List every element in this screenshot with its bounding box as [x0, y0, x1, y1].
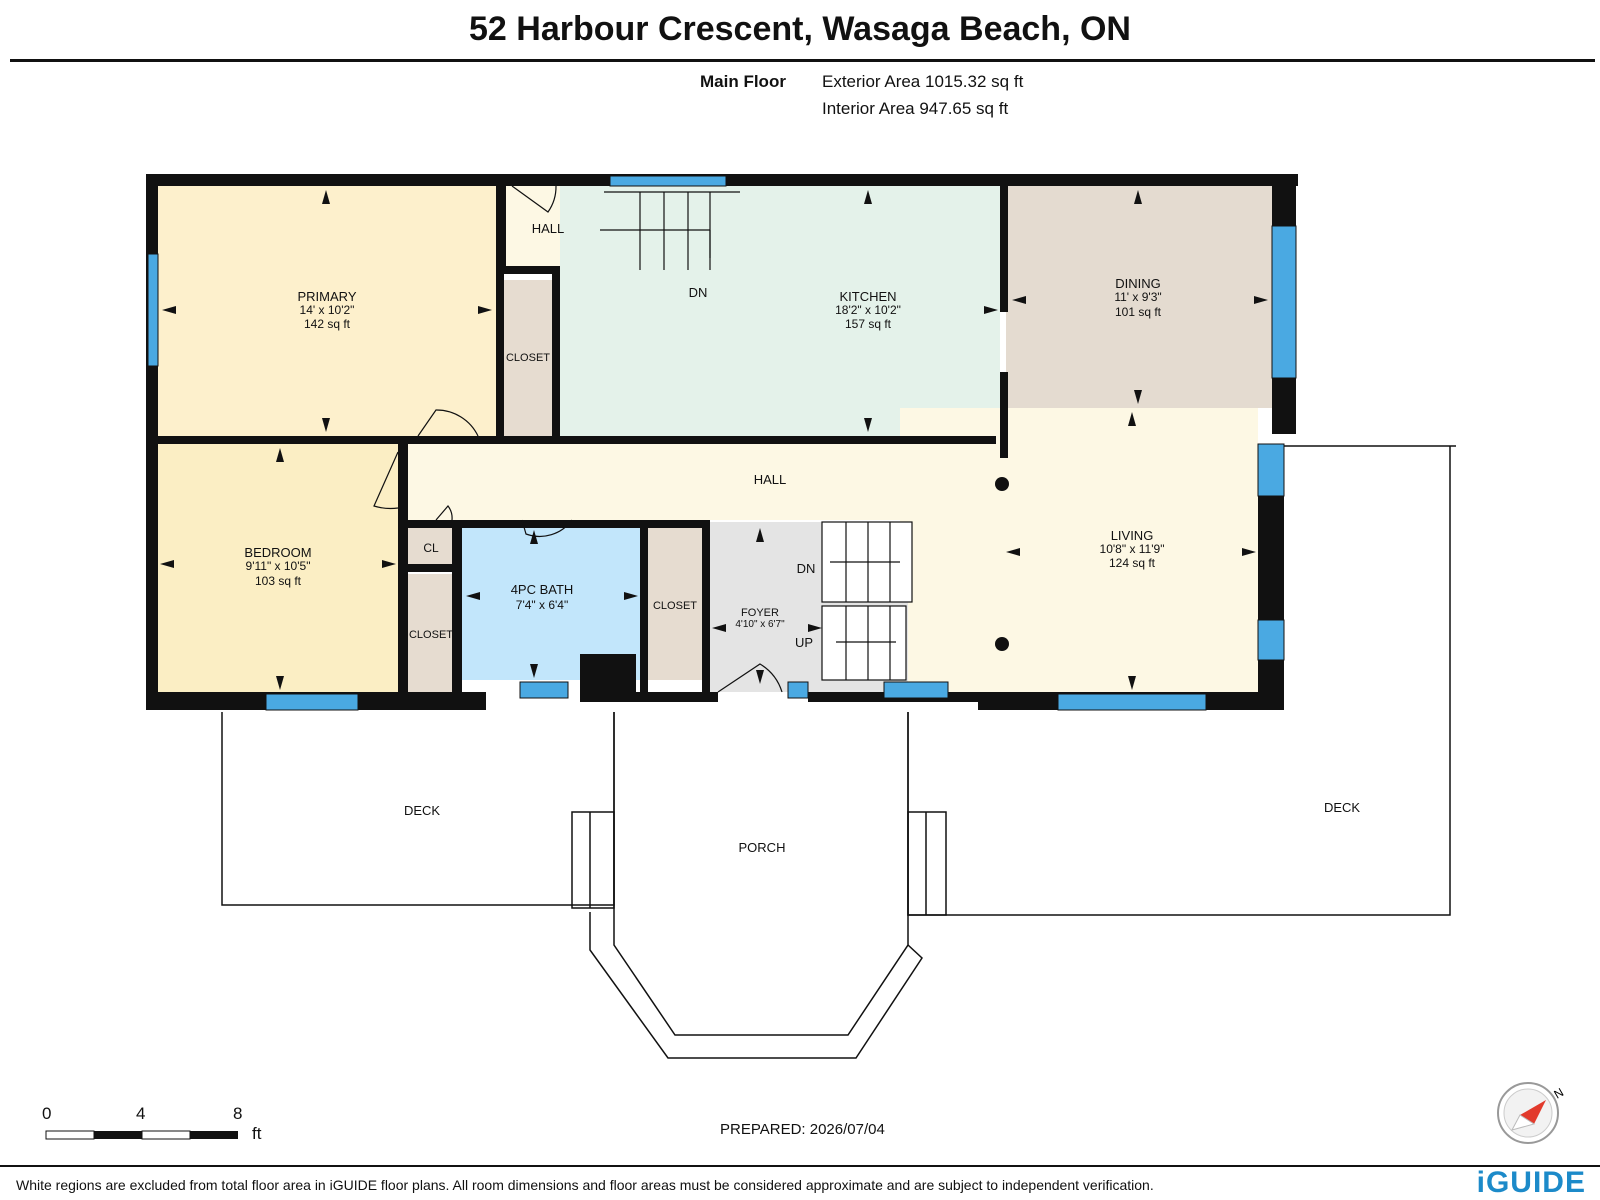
room-bedroom: [156, 444, 400, 694]
room-labels: PRIMARY 14' x 10'2" 142 sq ft HALL DN CL…: [244, 221, 1360, 855]
room-fills: [156, 186, 1274, 694]
closet-3-label: CLOSET: [653, 600, 697, 612]
primary-dims: 14' x 10'2": [300, 303, 355, 317]
living-area: 124 sq ft: [1109, 556, 1156, 570]
scale-unit: ft: [252, 1124, 262, 1143]
exterior-area: Exterior Area 1015.32 sq ft: [822, 72, 1024, 91]
compass-icon: N: [1497, 1082, 1566, 1144]
primary-area: 142 sq ft: [304, 317, 351, 331]
room-closet-1: [504, 280, 554, 436]
plan-title: 52 Harbour Crescent, Wasaga Beach, ON: [469, 10, 1131, 48]
living-dims: 10'8" x 11'9": [1100, 542, 1165, 556]
room-dining: [1006, 186, 1274, 408]
interior-area: Interior Area 947.65 sq ft: [822, 99, 1009, 118]
bath-dims: 7'4" x 6'4": [516, 598, 568, 612]
stairs-up-label: UP: [795, 635, 813, 650]
scale-bar: [45, 1130, 238, 1140]
hall-main-label: HALL: [754, 472, 787, 487]
primary-name: PRIMARY: [298, 289, 357, 304]
room-cl: [408, 528, 452, 564]
disclaimer-text: White regions are excluded from total fl…: [16, 1177, 1154, 1193]
scale-tick-0: 0: [42, 1104, 52, 1123]
room-living: [900, 408, 1258, 694]
deck-porch-outline: [221, 445, 1456, 1059]
foyer-dims: 4'10" x 6'7": [735, 619, 785, 630]
bedroom-dims: 9'11" x 10'5": [246, 559, 311, 573]
column: [995, 477, 1009, 491]
dining-dims: 11' x 9'3": [1114, 290, 1161, 304]
prepared-date: PREPARED: 2026/07/04: [720, 1121, 885, 1138]
doors: [373, 185, 783, 693]
kitchen-name: KITCHEN: [839, 289, 896, 304]
closet-1-label: CLOSET: [506, 352, 550, 364]
scale-tick-8: 8: [233, 1104, 243, 1123]
closet-2-label: CLOSET: [409, 629, 453, 641]
room-closet-3: [648, 528, 702, 680]
living-name: LIVING: [1111, 528, 1154, 543]
stairs: [600, 191, 913, 681]
hall-top-label: HALL: [532, 221, 565, 236]
room-closet-2: [408, 574, 454, 694]
kitchen-dims: 18'2" x 10'2": [835, 303, 901, 317]
cl-label: CL: [423, 541, 439, 555]
floor-name: Main Floor: [700, 72, 786, 91]
stairs-dn2-label: DN: [797, 561, 816, 576]
footer-divider: [0, 1165, 1600, 1167]
brand-logo: iGUIDE: [1476, 1166, 1586, 1199]
bedroom-area: 103 sq ft: [255, 574, 302, 588]
kitchen-area: 157 sq ft: [845, 317, 892, 331]
foyer-name: FOYER: [741, 607, 779, 619]
deck-left-label: DECK: [404, 803, 440, 818]
column: [995, 637, 1009, 651]
dining-area: 101 sq ft: [1115, 305, 1162, 319]
title-divider: [10, 59, 1595, 62]
porch-label: PORCH: [739, 840, 786, 855]
scale-tick-4: 4: [136, 1104, 146, 1123]
dimension-arrows: [160, 190, 1268, 690]
bath-name: 4PC BATH: [511, 582, 574, 597]
room-primary: [156, 186, 496, 436]
room-kitchen: [560, 186, 1000, 436]
deck-right-label: DECK: [1324, 800, 1360, 815]
windows: [147, 175, 1297, 711]
bedroom-name: BEDROOM: [244, 545, 311, 560]
dining-name: DINING: [1115, 276, 1161, 291]
stairs-dn-label: DN: [689, 285, 708, 300]
